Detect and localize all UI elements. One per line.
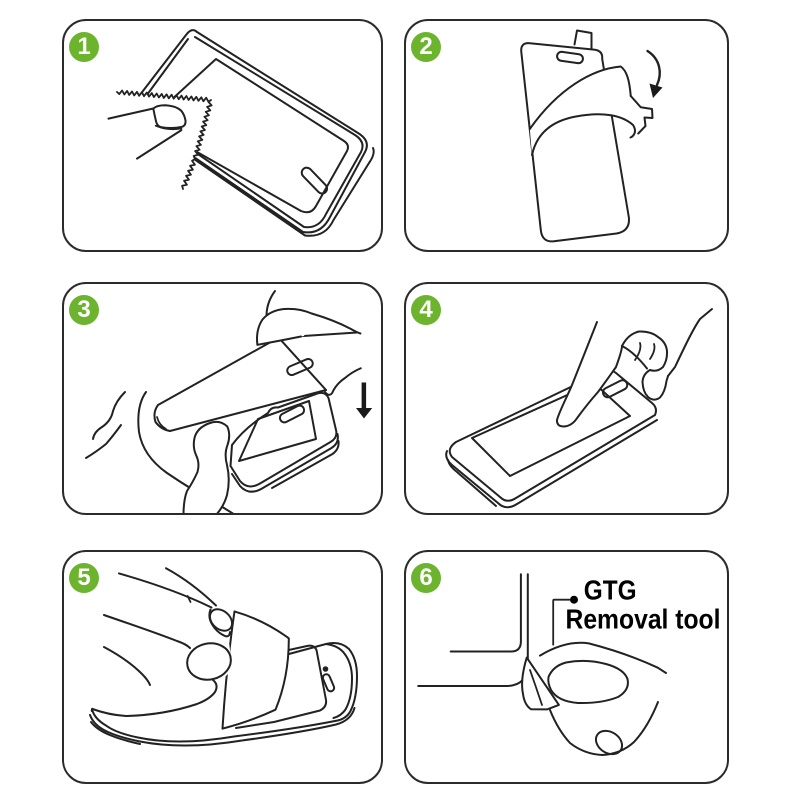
svg-text:Removal tool: Removal tool <box>566 604 721 635</box>
svg-text:GTG: GTG <box>584 575 637 606</box>
